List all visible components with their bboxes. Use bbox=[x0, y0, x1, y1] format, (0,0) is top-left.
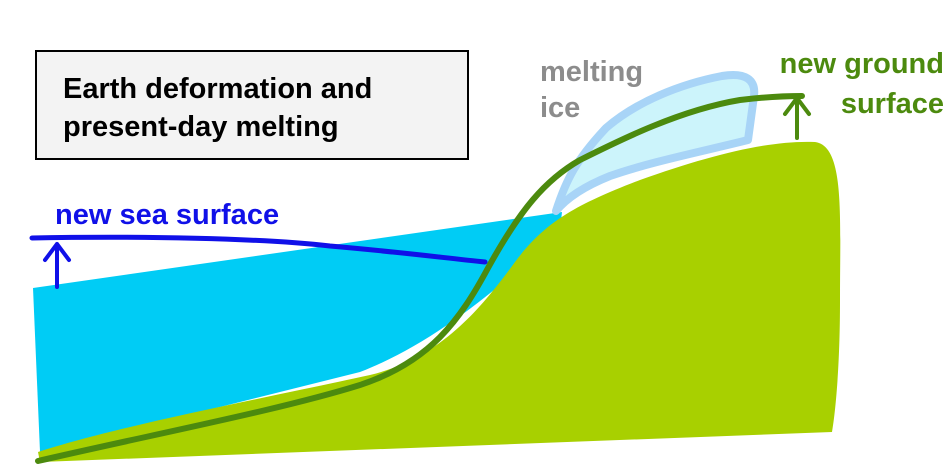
title-line-2: present-day melting bbox=[63, 111, 339, 143]
new-ground-surface-label: new ground surface bbox=[780, 44, 944, 124]
ice-label-line-1: melting bbox=[540, 56, 644, 88]
ground-label-line-2: surface bbox=[840, 88, 944, 120]
ground-label-line-1: new ground bbox=[779, 48, 944, 80]
sea-water bbox=[33, 212, 562, 452]
title-line-1: Earth deformation and bbox=[63, 73, 373, 105]
sea-rise-arrow-icon bbox=[43, 242, 71, 289]
new-ground-surface-line bbox=[35, 93, 805, 464]
ground-land bbox=[38, 141, 841, 462]
new-sea-surface-label: new sea surface bbox=[55, 198, 279, 232]
ground-uplift-arrow-icon bbox=[783, 96, 811, 140]
title-box: Earth deformation and present-day meltin… bbox=[35, 50, 469, 160]
sea-label-text: new sea surface bbox=[55, 199, 280, 231]
melting-ice-label: melting ice bbox=[540, 54, 643, 126]
ice-label-line-2: ice bbox=[540, 92, 581, 124]
new-sea-surface-line bbox=[29, 234, 488, 265]
